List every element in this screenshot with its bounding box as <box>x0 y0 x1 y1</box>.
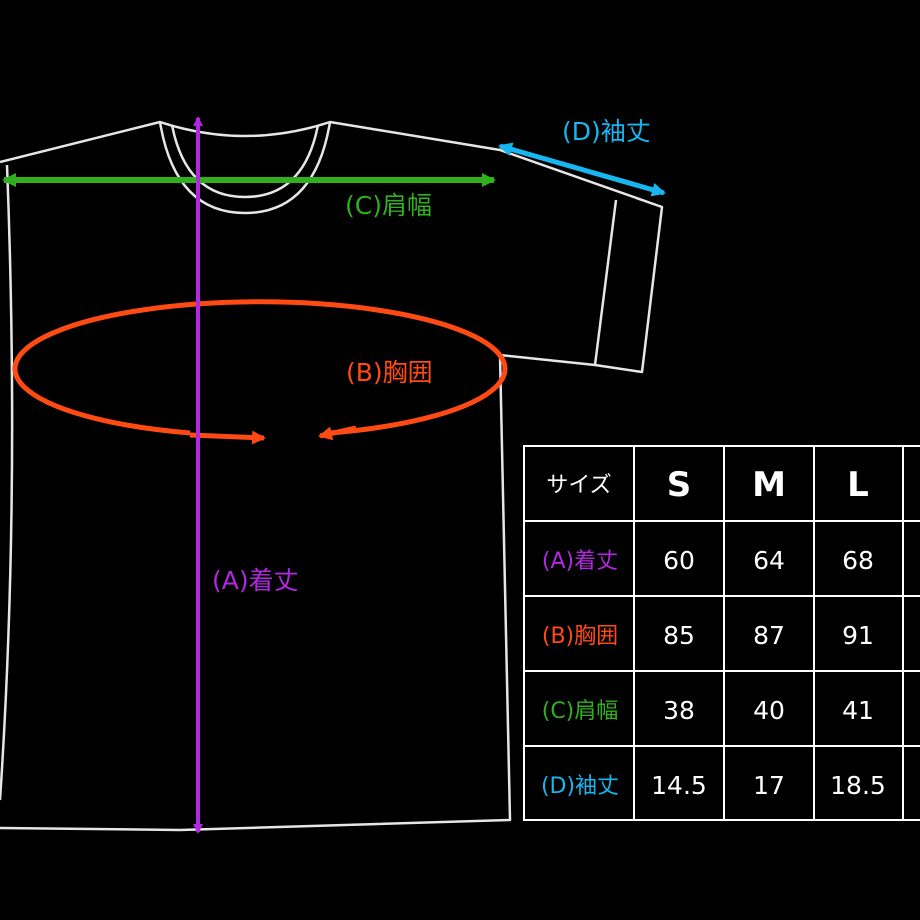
table-cell-shoulder-l: 41 <box>842 696 874 725</box>
size-header-s: S <box>667 465 692 505</box>
size-table: サイズ S M L (A)着丈 60 64 68 (B)胸囲 85 87 91 … <box>523 445 920 821</box>
size-header-m: M <box>752 465 786 505</box>
length-label: (A)着丈 <box>212 566 299 595</box>
sleeve-length-arrow <box>498 142 666 197</box>
table-cell-length-s: 60 <box>663 546 695 575</box>
chest-arrow-left <box>189 430 266 445</box>
table-cell-shoulder-s: 38 <box>663 696 695 725</box>
chest-arrow-right <box>318 425 357 441</box>
table-row-label-sleeve: (D)袖丈 <box>541 774 619 799</box>
chest-ellipse <box>12 299 508 436</box>
table-row-label-shoulder: (C)肩幅 <box>542 699 619 724</box>
table-cell-length-l: 68 <box>842 546 874 575</box>
tshirt-side-seam <box>0 164 14 801</box>
table-cell-sleeve-s: 14.5 <box>651 771 707 800</box>
chest-label: (B)胸囲 <box>346 358 433 387</box>
table-cell-chest-l: 91 <box>842 621 874 650</box>
tshirt-collar-inner <box>170 124 320 199</box>
tshirt-sleeve-cuff <box>593 199 618 366</box>
table-cell-shoulder-m: 40 <box>753 696 785 725</box>
table-cell-sleeve-m: 17 <box>753 771 785 800</box>
table-cell-length-m: 64 <box>753 546 785 575</box>
table-cell-sleeve-l: 18.5 <box>830 771 886 800</box>
table-row-label-chest: (B)胸囲 <box>542 624 618 649</box>
table-row-label-length: (A)着丈 <box>542 549 618 574</box>
tshirt-body-outline <box>0 120 664 832</box>
table-grid <box>523 445 920 821</box>
tshirt-outline <box>0 120 664 832</box>
sleeve-length-label: (D)袖丈 <box>562 117 651 146</box>
size-header-l: L <box>847 465 869 505</box>
tshirt-collar-outer <box>158 121 332 215</box>
table-cell-chest-s: 85 <box>663 621 695 650</box>
table-cell-chest-m: 87 <box>753 621 785 650</box>
table-header-size: サイズ <box>546 473 611 498</box>
shoulder-width-label: (C)肩幅 <box>345 191 432 220</box>
